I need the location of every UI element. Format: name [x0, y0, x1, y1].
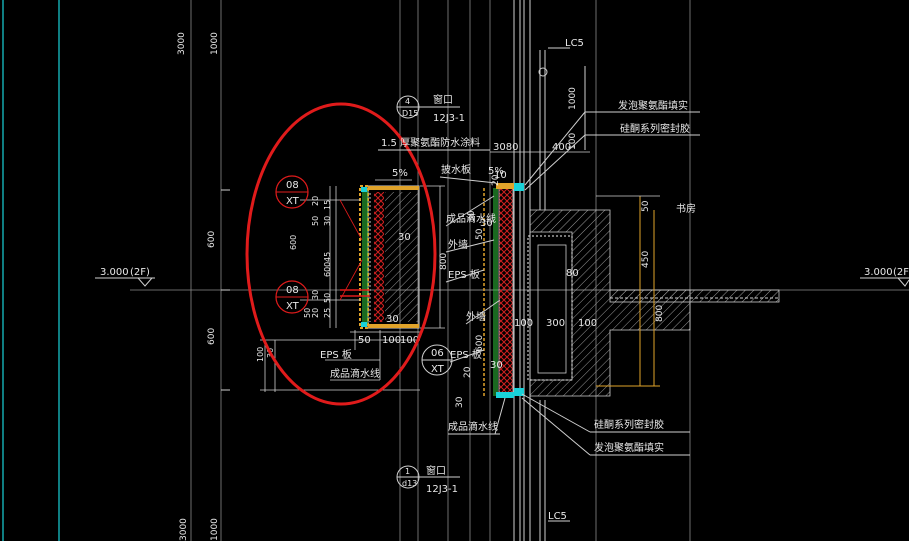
- callout-right[interactable]: 06 XT: [421, 344, 453, 376]
- dim-800-right: 800: [655, 305, 665, 322]
- callout-window-top[interactable]: 4 D15 窗口 12J3-1: [396, 93, 465, 124]
- dim-20-bot: 20: [491, 174, 501, 186]
- callout-lower-num: 08: [286, 285, 299, 296]
- labels-lower: 外墙 EPS 板 成品滴水线 硅酮系列密封胶 发泡聚氨酯填实 LC5: [448, 299, 690, 522]
- callout-upper-code: XT: [286, 196, 300, 207]
- label-silicone-top: 硅酮系列密封胶: [620, 122, 690, 135]
- dim-400: 400: [552, 142, 571, 153]
- dim-15: 15: [323, 200, 332, 210]
- label-lc5-bottom: LC5: [548, 511, 567, 522]
- dim-mid: 600: [207, 231, 217, 248]
- dim-25: 25: [323, 308, 332, 318]
- dim-30b: 30: [311, 290, 320, 300]
- window-mullion: [513, 0, 546, 541]
- level-marker-right: 3.000 (2F): [860, 267, 909, 287]
- highlight-ellipse: [245, 102, 437, 406]
- level-marker-left: 3.000 (2F): [95, 267, 155, 287]
- dim-top2: 1000: [210, 32, 220, 55]
- dim-3080: 3080: [493, 142, 518, 153]
- dim-100-top: 100: [568, 133, 578, 150]
- dim-50-side: 50: [475, 228, 485, 240]
- label-5pct: 5%: [488, 166, 504, 177]
- dim-50b: 50: [323, 293, 332, 303]
- callout-window-bottom[interactable]: 1 d13 窗口 12J3-1: [396, 464, 460, 495]
- level-left-value: 3.000: [100, 267, 129, 278]
- level-right-value: 3.000: [864, 267, 893, 278]
- dim-600a: 600: [323, 262, 332, 277]
- dim-bottom: 600: [207, 328, 217, 345]
- label-eps-left: EPS 板: [320, 348, 352, 361]
- sheet-border-lines: [2, 0, 60, 541]
- dim-bottom2: 3000: [179, 518, 189, 541]
- dim-30a: 30: [323, 216, 332, 226]
- dim-20b: 20: [311, 308, 320, 318]
- dim-600-r: 600: [475, 335, 485, 352]
- callout-window-bottom-num: 1: [405, 467, 410, 476]
- label-lc5-top: LC5: [565, 38, 584, 49]
- dim-30-box: 30: [398, 232, 411, 243]
- callout-window-top-ref: 12J3-1: [433, 113, 465, 124]
- label-drip-bottom: 成品滴水线: [448, 420, 498, 433]
- dim-600-left: 600: [289, 235, 298, 250]
- label-pu-foam-top: 发泡聚氨酯填实: [618, 99, 688, 112]
- dim-30-bot: 30: [455, 396, 465, 408]
- dim-100-left: 100: [256, 347, 265, 362]
- dim-50c: 50: [303, 308, 312, 318]
- wall-section: 50 450 800 书房 30 100 300 100 80 30 20 60…: [455, 87, 780, 408]
- callout-window-bottom-ref: 12J3-1: [426, 484, 458, 495]
- callout-window-bottom-sub: d13: [402, 479, 417, 488]
- callout-window-top-title: 窗口: [433, 93, 453, 106]
- enlarged-detail: 20 50 15 30 45 600 50 30 20 25 50 600 10…: [256, 168, 449, 392]
- callout-window-top-num: 4: [405, 97, 410, 106]
- level-left-floor: (2F): [130, 267, 150, 278]
- callout-lower-code: XT: [286, 301, 300, 312]
- callout-upper-num: 08: [286, 180, 299, 191]
- dim-100-wall: 100: [514, 318, 533, 329]
- callout-window-bottom-title: 窗口: [426, 464, 446, 477]
- dim-800-box: 800: [439, 253, 449, 270]
- dim-300: 300: [546, 318, 565, 329]
- label-pu-waterproof: 1.5 厚聚氨酯防水涂料: [381, 136, 480, 149]
- callout-lower[interactable]: 08 XT: [275, 280, 309, 314]
- label-drip-left: 成品滴水线: [330, 367, 380, 380]
- label-eps-right: EPS 板: [450, 348, 482, 361]
- dim-100-r: 100: [578, 318, 597, 329]
- dim-450: 450: [641, 251, 651, 268]
- dim-bottom3: 1000: [210, 518, 220, 541]
- dim-50-bottom: 50: [358, 335, 371, 346]
- dim-100-a: 100: [382, 335, 401, 346]
- dim-45: 45: [323, 252, 332, 262]
- labels-upper: LC5 发泡聚氨酯填实 硅酮系列密封胶 1.5 厚聚氨酯防水涂料 披水板 5% …: [378, 38, 700, 283]
- label-silicone-bottom: 硅酮系列密封胶: [594, 418, 664, 431]
- dim-30-col: 30: [480, 218, 493, 229]
- dim-1000-top: 1000: [568, 87, 578, 110]
- dim-50a: 50: [311, 216, 320, 226]
- dim-80: 80: [566, 268, 579, 279]
- dim-20a: 20: [311, 196, 320, 206]
- level-right-floor: (2F): [893, 267, 909, 278]
- dim-20-r: 20: [463, 366, 473, 378]
- dim-50-room: 50: [641, 200, 651, 212]
- left-dimensions: 3000 1000 600 600 3000 1000: [177, 32, 230, 541]
- dim-100-b: 100: [400, 335, 419, 346]
- label-pu-foam-bottom: 发泡聚氨酯填实: [594, 441, 664, 454]
- dim-30-eps: 30: [490, 360, 503, 371]
- callout-window-top-sub: D15: [402, 109, 418, 118]
- label-drip-board: 披水板: [441, 163, 471, 176]
- label-drip-mid: 成品滴水线: [446, 212, 496, 225]
- label-room: 书房: [676, 202, 696, 215]
- label-eps-mid: EPS 板: [448, 268, 480, 281]
- dim-10-top: 10: [494, 170, 507, 181]
- dim-30-r2: 30: [467, 210, 477, 222]
- callout-right-code: XT: [431, 364, 445, 375]
- dim-top: 3000: [177, 32, 187, 55]
- callout-right-num: 06: [431, 348, 444, 359]
- label-5pct-left: 5%: [392, 168, 408, 179]
- callout-upper[interactable]: 08 XT: [275, 175, 309, 209]
- dim-30-box2: 30: [386, 314, 399, 325]
